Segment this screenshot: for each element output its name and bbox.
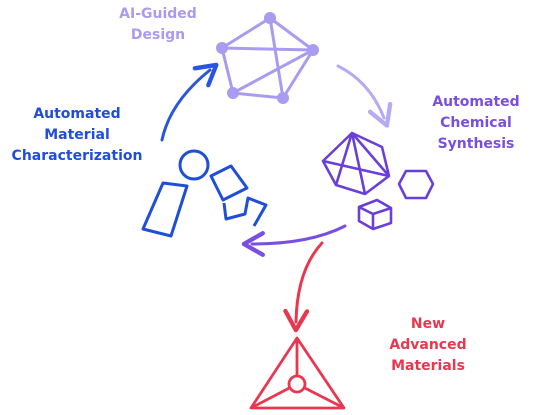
network-graph-icon: [216, 12, 319, 104]
label-automated-material-characterization: Automated Material Characterization: [2, 104, 152, 167]
label-line: Materials: [391, 358, 465, 374]
label-line: Material: [44, 127, 110, 143]
label-line: Design: [130, 27, 186, 43]
label-line: Advanced: [389, 337, 467, 353]
arrow-synthesis-to-characterization: [241, 224, 347, 257]
label-automated-chemical-synthesis: Automated Chemical Synthesis: [420, 92, 532, 155]
label-line: Synthesis: [437, 136, 515, 152]
label-new-advanced-materials: New Advanced Materials: [372, 314, 484, 377]
label-ai-guided-design: AI-Guided Design: [98, 4, 218, 46]
label-line: AI-Guided: [119, 6, 197, 22]
robotic-arm-icon: [141, 149, 268, 238]
arrow-to-new-materials: [283, 241, 324, 333]
label-line: Automated: [432, 94, 520, 110]
arrow-design-to-synthesis: [336, 64, 393, 128]
label-line: Characterization: [11, 148, 143, 164]
label-line: New: [410, 316, 446, 332]
label-line: Automated: [33, 106, 121, 122]
label-line: Chemical: [440, 115, 512, 131]
crystal-molecules-icon: [321, 131, 435, 231]
arrow-characterization-to-design: [160, 62, 219, 142]
triangle-material-icon: [249, 336, 346, 410]
